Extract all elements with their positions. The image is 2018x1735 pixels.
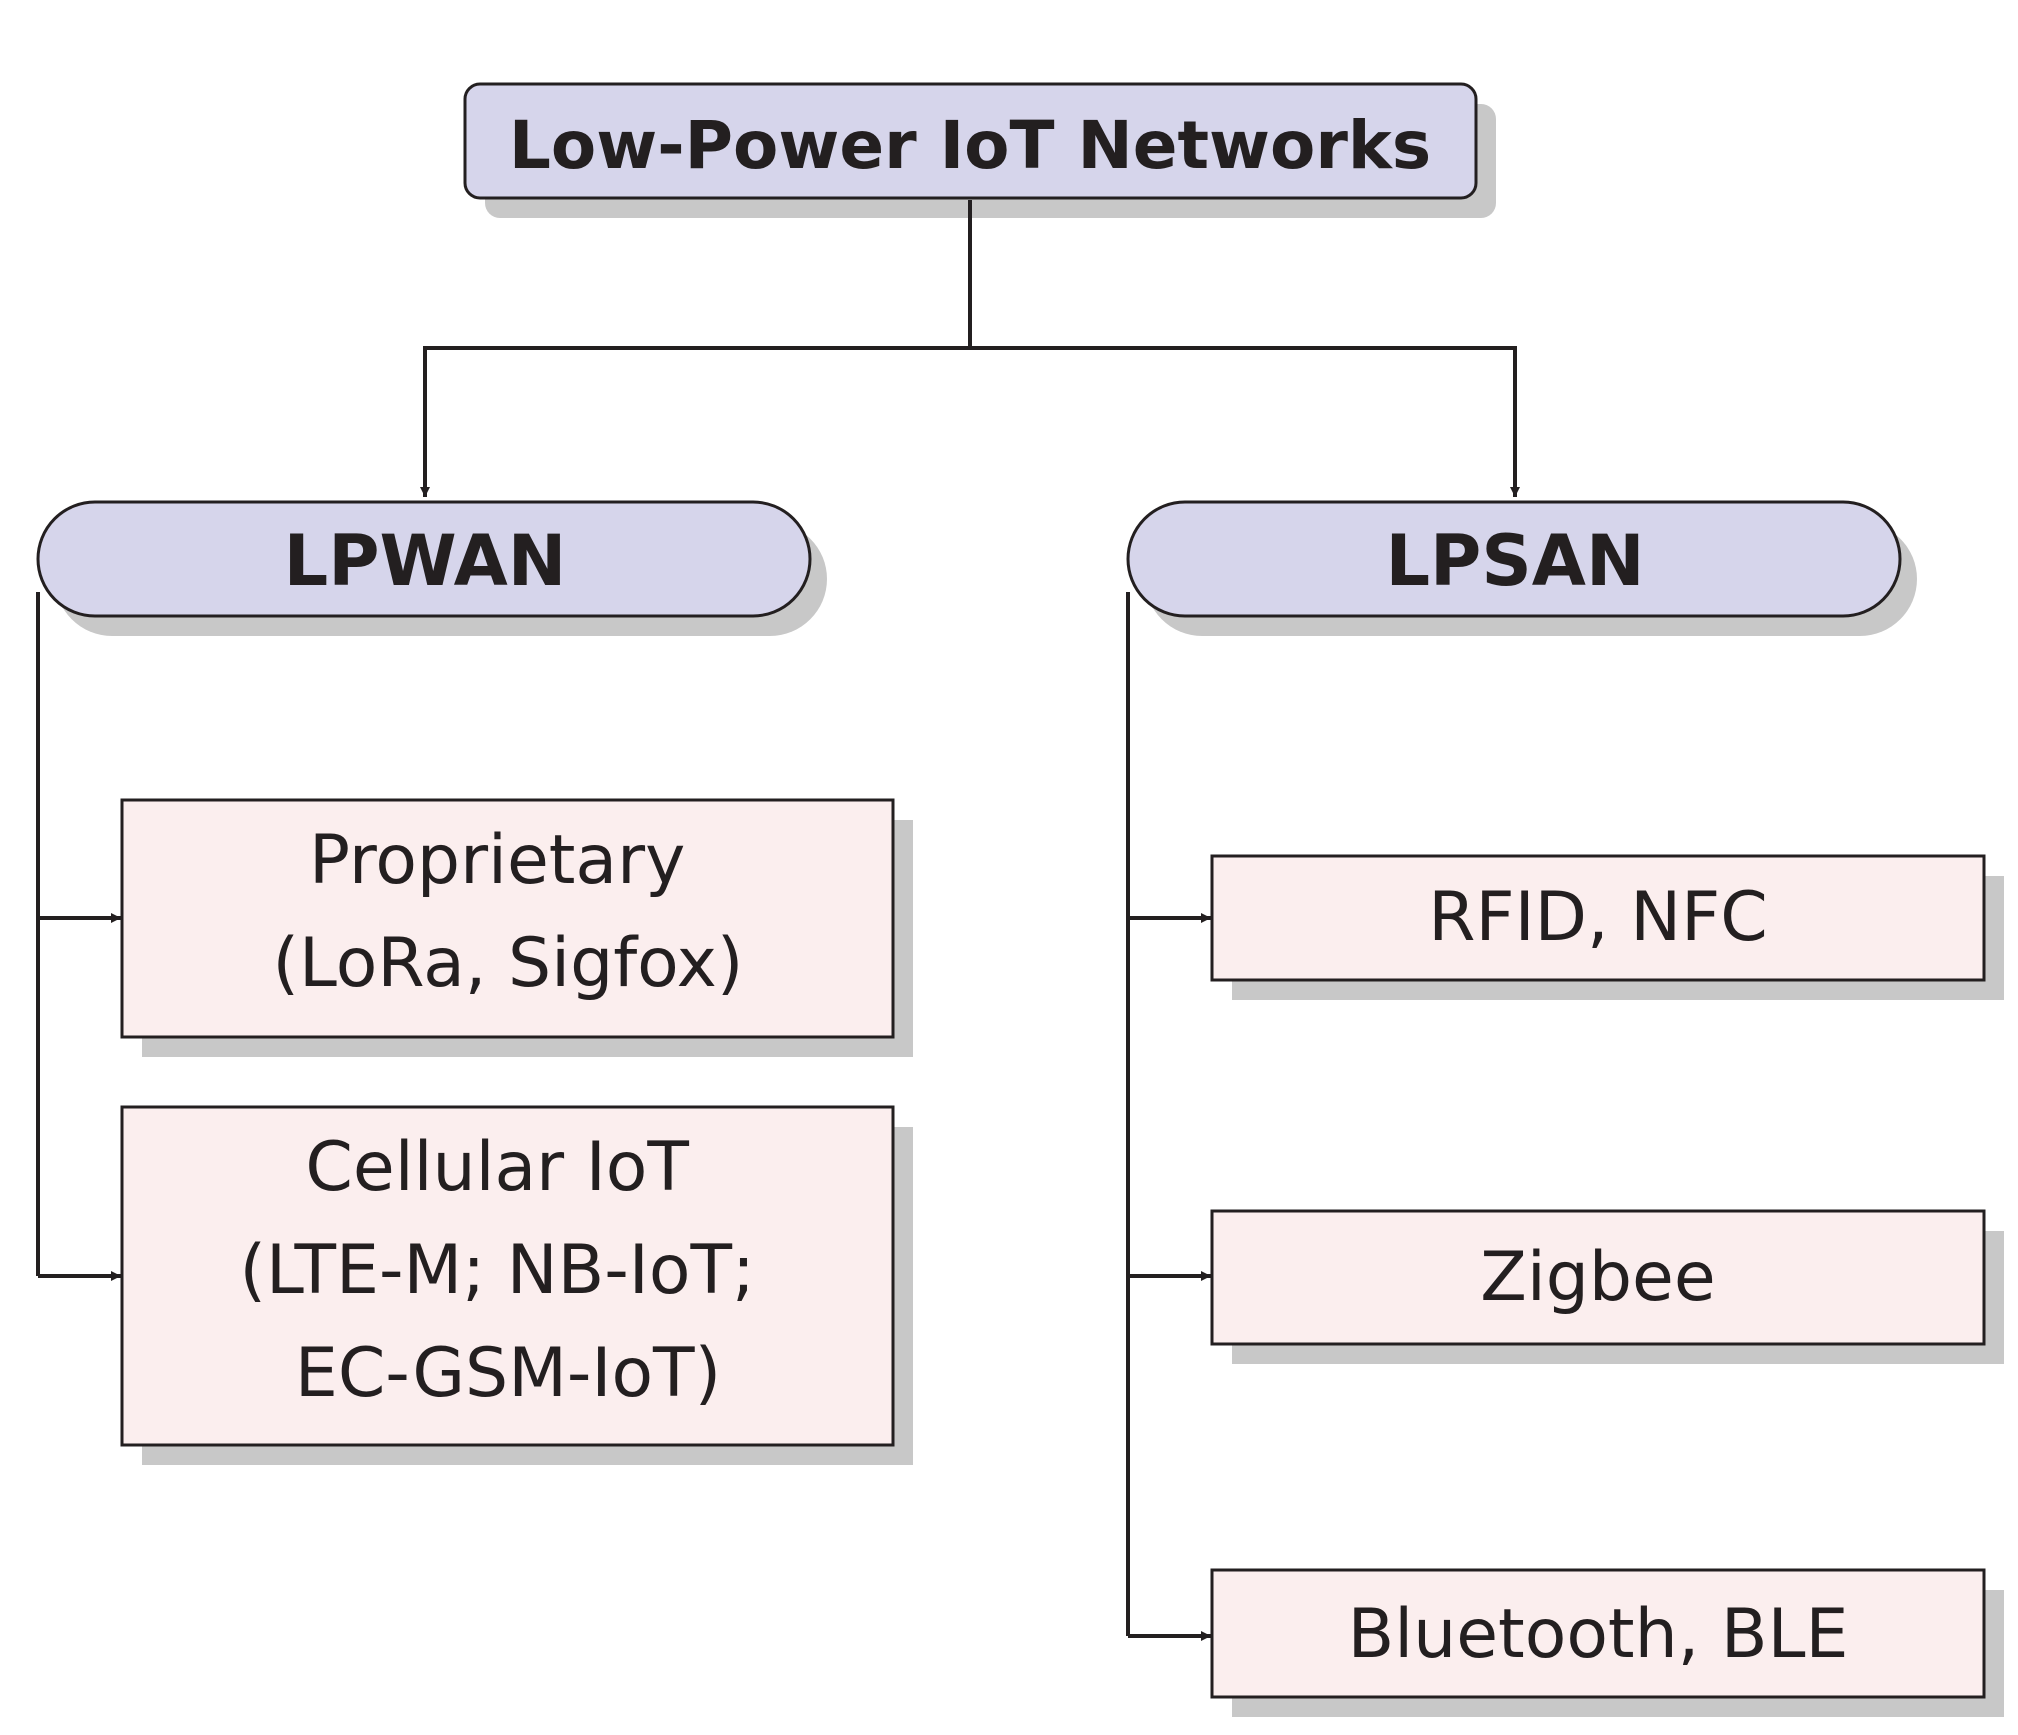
leaf-line: (LoRa, Sigfox) [273, 924, 744, 1003]
root-node: Low-Power IoT Networks [463, 82, 1478, 200]
leaf-line: EC-GSM-IoT) [295, 1334, 721, 1413]
root-label: Low-Power IoT Networks [509, 107, 1431, 184]
leaf-line: Zigbee [1480, 1238, 1715, 1317]
leaf-line: Cellular IoT [305, 1128, 689, 1207]
root-trunk-connector [423, 200, 972, 350]
arrow-to-lpsan [970, 346, 1520, 497]
category-node-lpsan: LPSAN [1126, 500, 1902, 618]
category-node-lpwan: LPWAN [36, 500, 812, 618]
category-label-lpwan: LPWAN [284, 520, 567, 602]
leaf-line: RFID, NFC [1428, 878, 1767, 957]
leaf-line: (LTE-M; NB-IoT; [239, 1231, 754, 1310]
leaf-node-cellular-iot: Cellular IoT (LTE-M; NB-IoT; EC-GSM-IoT) [120, 1105, 895, 1447]
leaf-node-rfid-nfc: RFID, NFC [1210, 854, 1986, 982]
connectors [36, 200, 1520, 1641]
arrow-to-lpwan [420, 346, 970, 497]
svg-text:Proprietary (LoRa, Sigfo: Proprietary (LoRa, Sigfox) [273, 821, 744, 1003]
category-label-lpsan: LPSAN [1385, 520, 1644, 602]
svg-text:Cellular IoT (LTE-M; NB-: Cellular IoT (LTE-M; NB-IoT; EC-GSM-IoT) [239, 1128, 776, 1413]
leaf-node-proprietary: Proprietary (LoRa, Sigfox) [120, 798, 895, 1039]
leaf-node-zigbee: Zigbee [1210, 1209, 1986, 1346]
leaf-node-bluetooth-ble: Bluetooth, BLE [1210, 1568, 1986, 1699]
leaf-line: Proprietary [309, 821, 685, 900]
leaf-line: Bluetooth, BLE [1348, 1595, 1849, 1674]
